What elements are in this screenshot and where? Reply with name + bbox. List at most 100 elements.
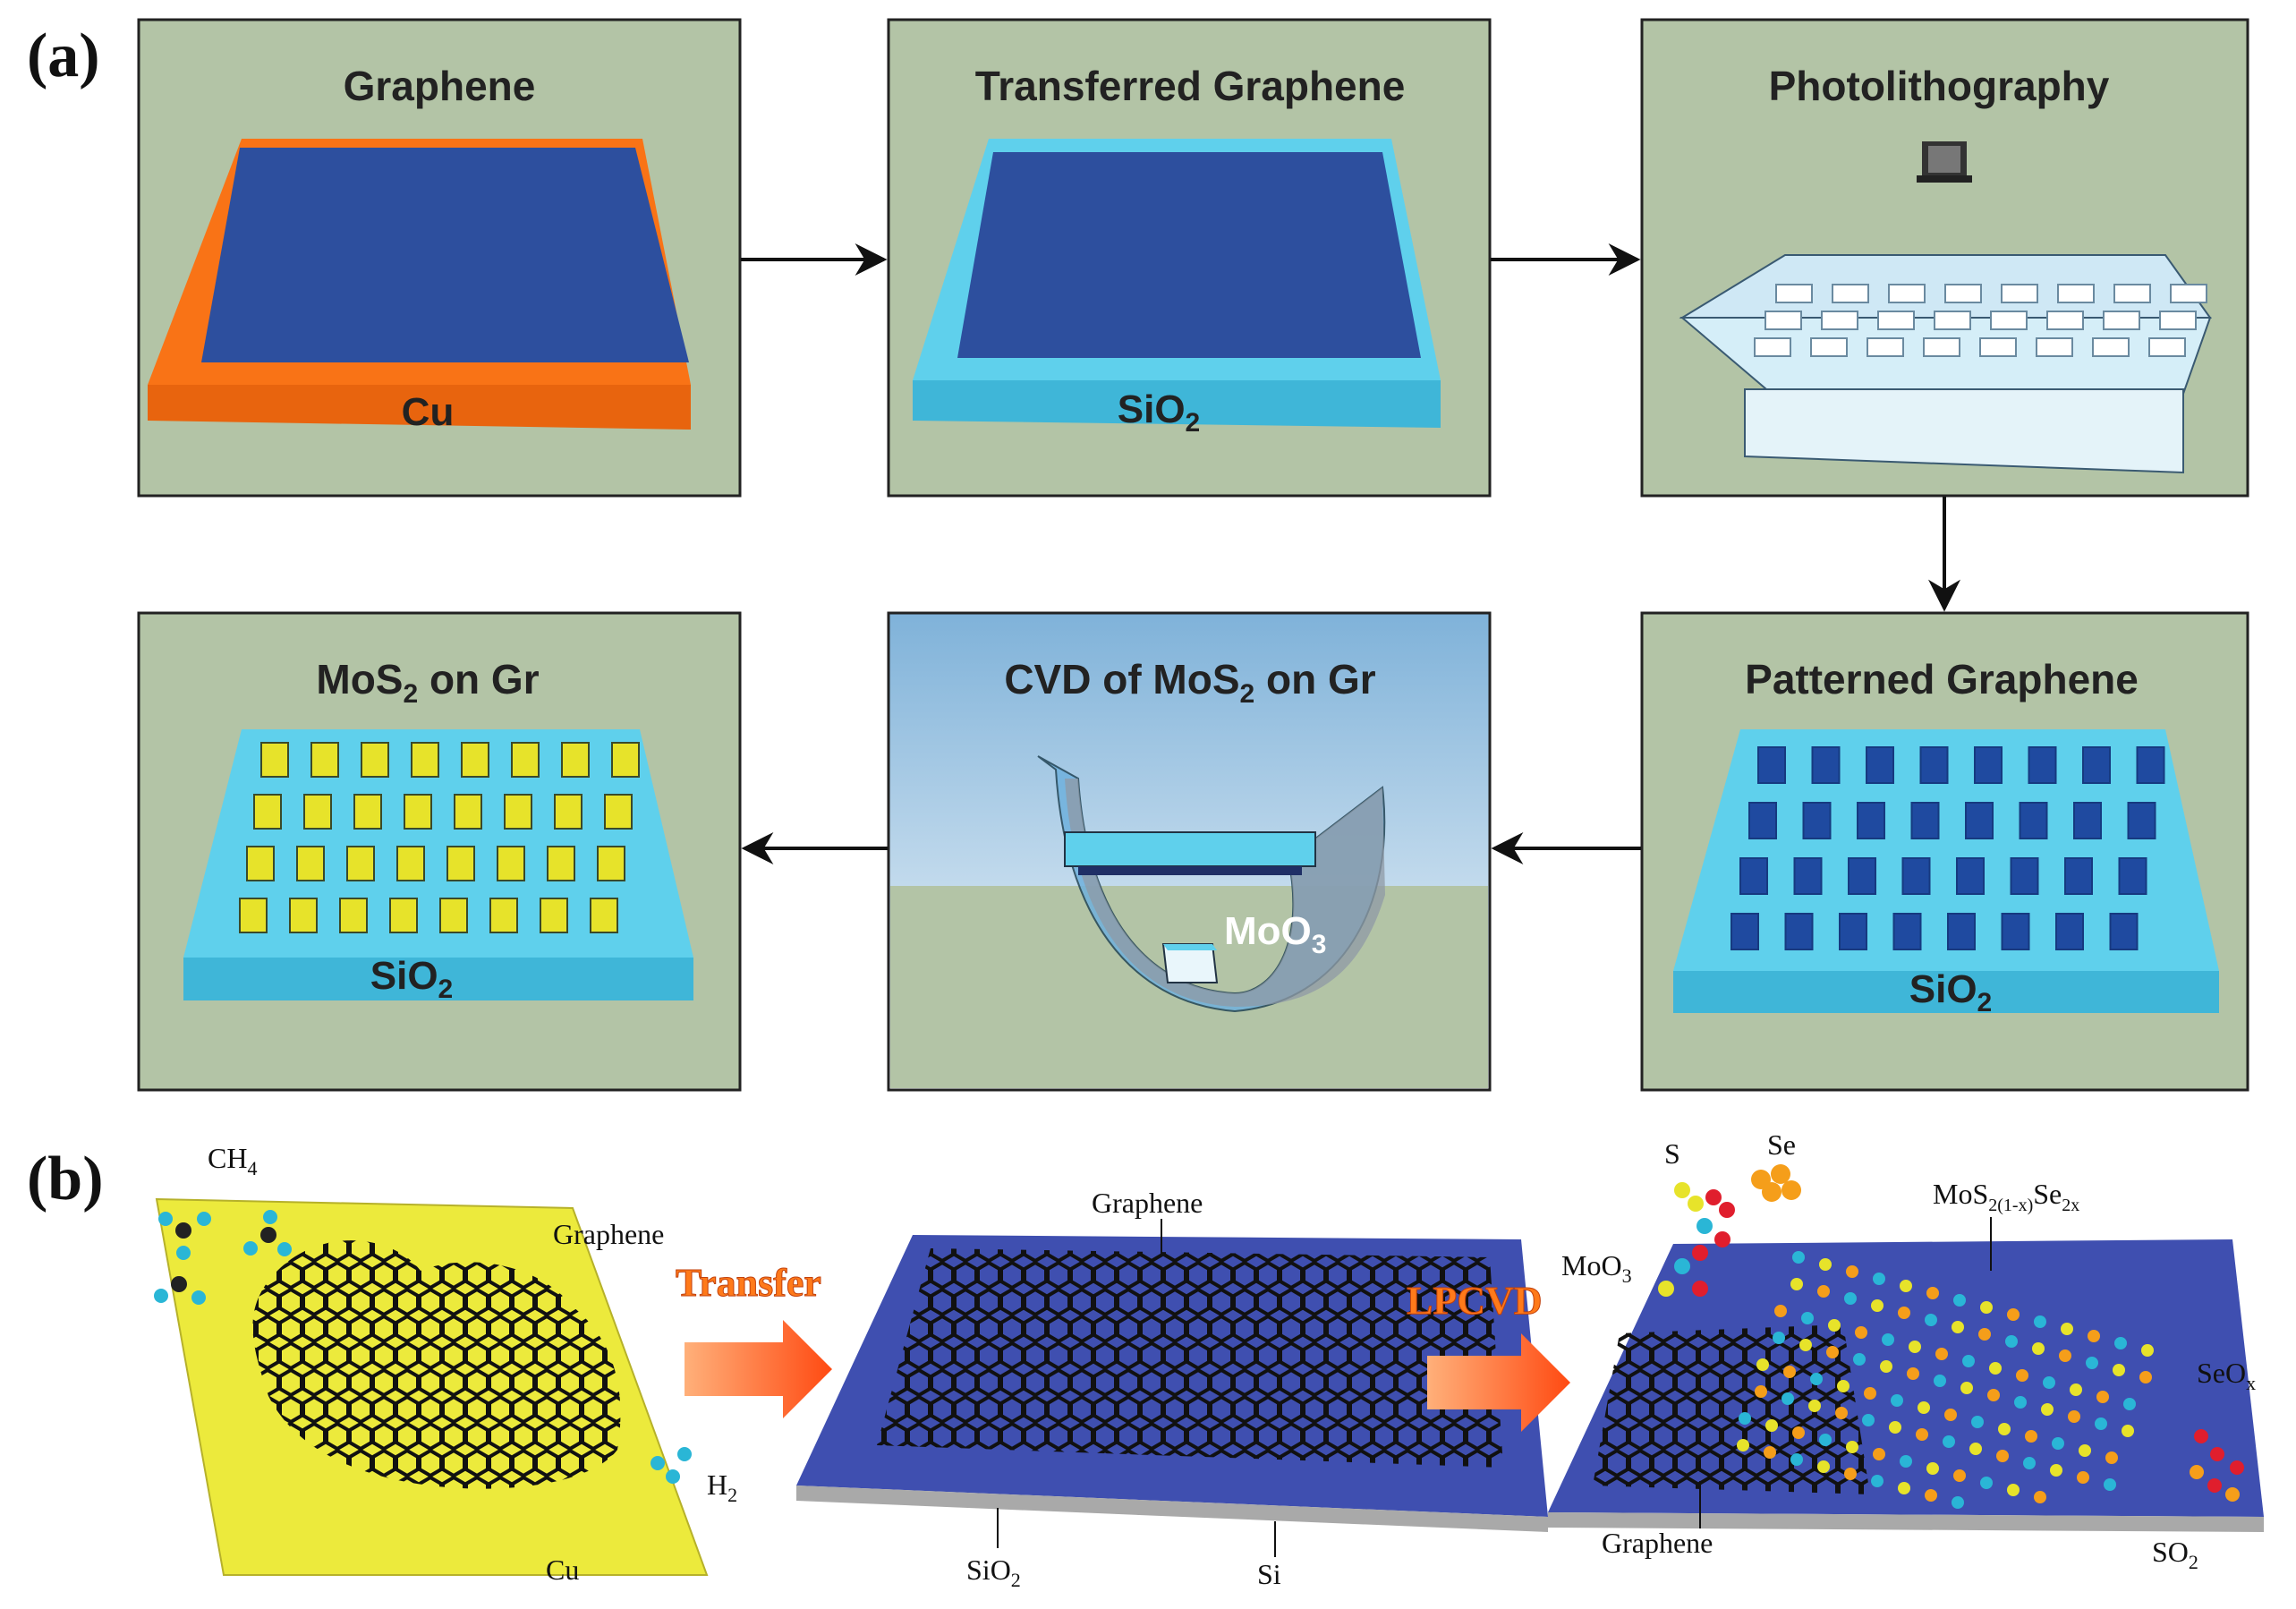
s-label: S — [1664, 1137, 1680, 1170]
crystal-atom — [1969, 1443, 1982, 1455]
crystal-atom — [1900, 1455, 1912, 1468]
graphene-pattern-tile — [1892, 913, 1922, 950]
crystal-atom — [1898, 1307, 1910, 1319]
mos2-island — [296, 846, 325, 881]
substrate-label: SiO — [370, 954, 438, 998]
graphene-pattern-tile — [2055, 913, 2084, 950]
mask-block — [2001, 284, 2038, 303]
crystal-atom — [2068, 1410, 2080, 1423]
crystal-atom — [2032, 1342, 2045, 1355]
crystal-atom — [1783, 1366, 1796, 1378]
graphene-sheet — [957, 152, 1421, 358]
graphene-pattern-tile — [1919, 746, 1949, 784]
crystal-atom — [1844, 1292, 1857, 1305]
crystal-atom — [2014, 1396, 2027, 1409]
step-photolithography: Photolithography — [1640, 18, 2249, 498]
crystal-atom — [1925, 1314, 1937, 1326]
mos2-island — [239, 898, 268, 933]
photomask — [1679, 254, 2212, 474]
mask-block — [1979, 337, 2017, 357]
graphene-pattern-tile — [2082, 746, 2111, 784]
crystal-atom — [1765, 1419, 1778, 1432]
step-title: Patterned Graphene — [1745, 656, 2139, 702]
graphene-pattern-tile — [1974, 746, 2003, 784]
mos2-island — [389, 898, 418, 933]
crystal-atom — [2007, 1484, 2020, 1496]
mos2-island — [489, 898, 518, 933]
sample-substrate — [1064, 831, 1316, 867]
mos2-island — [310, 742, 339, 778]
graphene-pattern-tile — [1857, 802, 1885, 839]
step-graphene: Graphene Cu — [137, 18, 742, 498]
crystal-atom — [1792, 1426, 1805, 1439]
step-title: CVD of MoS2 on Gr — [1004, 656, 1375, 709]
crystal-atom — [1801, 1312, 1814, 1324]
sio2-substrate-block — [913, 139, 1441, 428]
mask-block — [2103, 311, 2140, 330]
crystal-atom — [1871, 1475, 1884, 1487]
crystal-atom — [1756, 1358, 1769, 1371]
mask-block — [2046, 311, 2084, 330]
mos2-island — [504, 794, 532, 830]
sio2-substrate-top — [1673, 729, 2219, 971]
graphene-pattern-tile — [1839, 913, 1867, 950]
crystal-atom — [2113, 1364, 2125, 1376]
crystal-atom — [1987, 1389, 2000, 1401]
crystal-atom — [1819, 1258, 1832, 1271]
mos2-island — [404, 794, 432, 830]
crystal-atom — [2086, 1357, 2098, 1369]
crystal-atom — [1962, 1355, 1975, 1367]
graphene-pattern-tile — [2064, 857, 2093, 895]
crystal-atom — [1953, 1294, 1966, 1307]
graphene-pattern-tile — [2019, 802, 2048, 839]
substrate-label: Cu — [402, 390, 455, 434]
crystal-atom — [1934, 1375, 1946, 1387]
crystal-atom — [1855, 1326, 1867, 1339]
crystal-atom — [1844, 1468, 1857, 1480]
crystal-atom — [1880, 1360, 1892, 1373]
mos2-island — [561, 742, 590, 778]
lpcvd-label: LPCVD — [1407, 1279, 1543, 1323]
crystal-atom — [1980, 1477, 1993, 1489]
mos2-island — [361, 742, 389, 778]
mos2-island — [547, 846, 575, 881]
crystal-atom — [1960, 1382, 1973, 1394]
mask-block — [2036, 337, 2073, 357]
graphene-label: Graphene — [553, 1218, 664, 1250]
graphene-sheet — [201, 148, 689, 362]
crystal-atom — [1935, 1348, 1948, 1360]
mos2-island — [246, 846, 275, 881]
mask-block — [1832, 284, 1869, 303]
step-mos2-on-gr: MoS2 on Gr SiO2 — [137, 611, 742, 1092]
mask-blocks — [1754, 284, 2207, 357]
graphene-pattern-tile — [1748, 802, 1777, 839]
mask-block — [1867, 337, 1904, 357]
crystal-atom — [1826, 1346, 1839, 1358]
crystal-atom — [1898, 1482, 1910, 1494]
crystal-atom — [1853, 1353, 1866, 1366]
mask-block — [1944, 284, 1982, 303]
mask-block — [1888, 284, 1926, 303]
crystal-atom — [2123, 1398, 2136, 1410]
crystal-atom — [1952, 1321, 1964, 1333]
crystal-atom — [1873, 1448, 1885, 1460]
crystal-atom — [1864, 1387, 1876, 1400]
uv-lamp-icon — [1917, 141, 1972, 183]
crystal-atom — [1943, 1435, 1955, 1448]
graphene-lattice — [877, 1248, 1503, 1468]
graphene-label: Graphene — [1092, 1187, 1203, 1219]
graphene-pattern-tile — [1802, 802, 1832, 839]
mos2se-crystal — [1737, 1251, 2154, 1509]
mos2-island — [554, 794, 583, 830]
crystal-atom — [1978, 1328, 1991, 1341]
svg-text:SiO2: SiO2 — [370, 954, 453, 1004]
step-patterned-graphene: Patterned Graphene SiO2 — [1640, 611, 2249, 1092]
panel-b-label: (b) — [27, 1145, 104, 1213]
crystal-atom — [1891, 1394, 1903, 1407]
crystal-atom — [1889, 1421, 1901, 1434]
crystal-atom — [1792, 1251, 1805, 1264]
graphene-pattern-tile — [2136, 746, 2165, 784]
crystal-atom — [2043, 1376, 2055, 1389]
crystal-atom — [1916, 1428, 1928, 1441]
